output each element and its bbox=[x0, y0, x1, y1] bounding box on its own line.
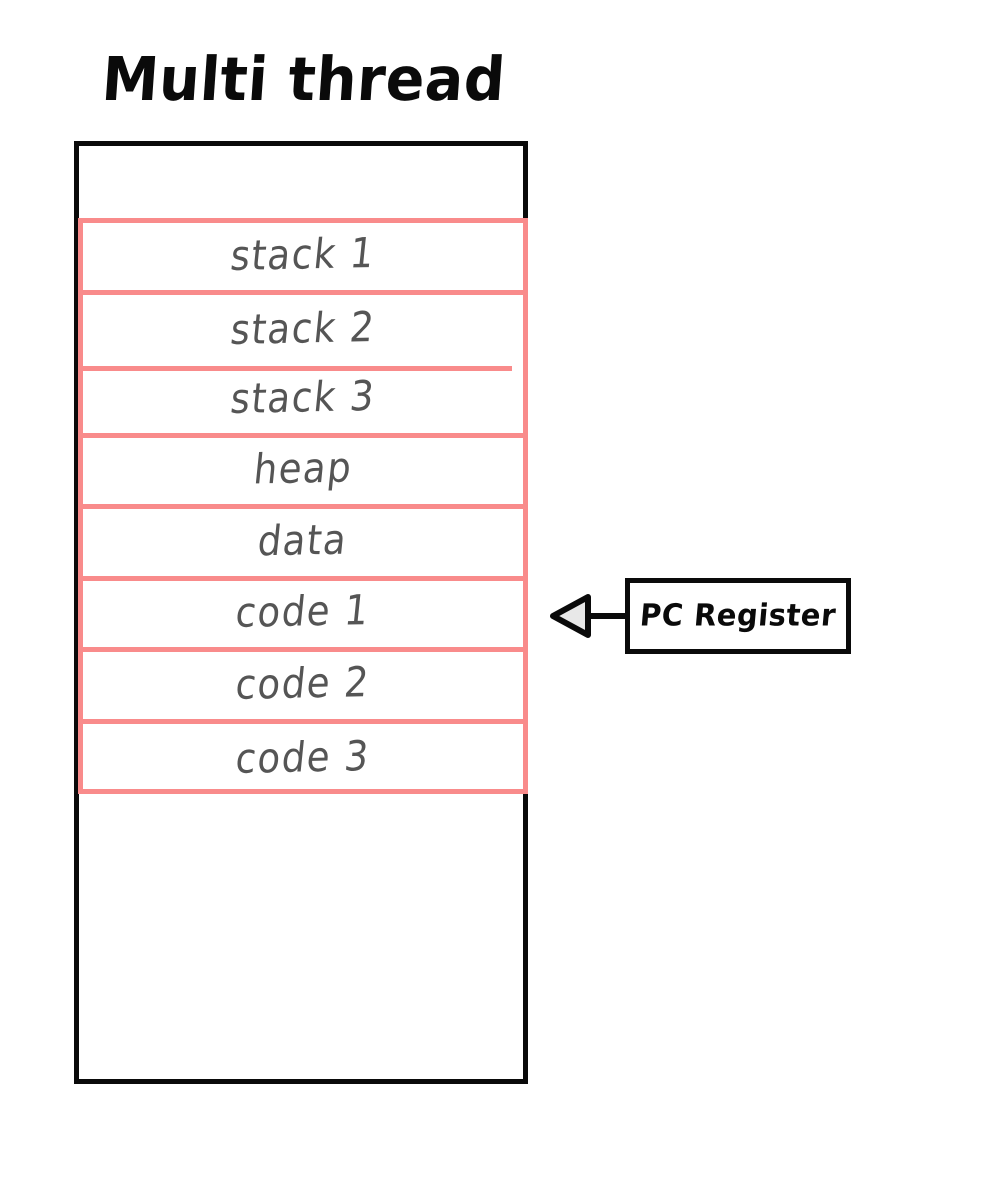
pc-register-label: PC Register bbox=[638, 597, 838, 633]
segment-row-code-2: code 2 bbox=[83, 652, 523, 724]
segment-row-code-3: code 3 bbox=[83, 724, 523, 796]
pc-register-arrow-icon bbox=[550, 594, 628, 638]
segment-row-heap: heap bbox=[83, 438, 523, 509]
segment-label-stack-1: stack 1 bbox=[228, 228, 378, 280]
segment-label-heap: heap bbox=[251, 443, 355, 494]
segment-label-stack-3: stack 3 bbox=[228, 371, 378, 423]
process-memory-block bbox=[74, 141, 528, 1084]
page-title: Multi thread bbox=[99, 45, 508, 115]
segment-label-stack-2: stack 2 bbox=[228, 302, 378, 354]
segment-label-code-3: code 3 bbox=[233, 731, 373, 783]
segment-row-stack-3: stack 3 bbox=[83, 366, 523, 438]
segment-label-data: data bbox=[255, 515, 351, 566]
pc-register-box: PC Register bbox=[625, 578, 851, 654]
memory-segment-list: stack 1 stack 2 stack 3 heap data code 1… bbox=[78, 218, 528, 794]
segment-label-code-2: code 2 bbox=[233, 657, 373, 709]
segment-row-code-1: code 1 bbox=[83, 581, 523, 652]
segment-row-data: data bbox=[83, 509, 523, 581]
segment-label-code-1: code 1 bbox=[233, 586, 373, 638]
segment-row-stack-2: stack 2 bbox=[83, 295, 523, 371]
segment-row-stack-1: stack 1 bbox=[83, 223, 523, 295]
memory-top-empty-region bbox=[74, 146, 528, 218]
